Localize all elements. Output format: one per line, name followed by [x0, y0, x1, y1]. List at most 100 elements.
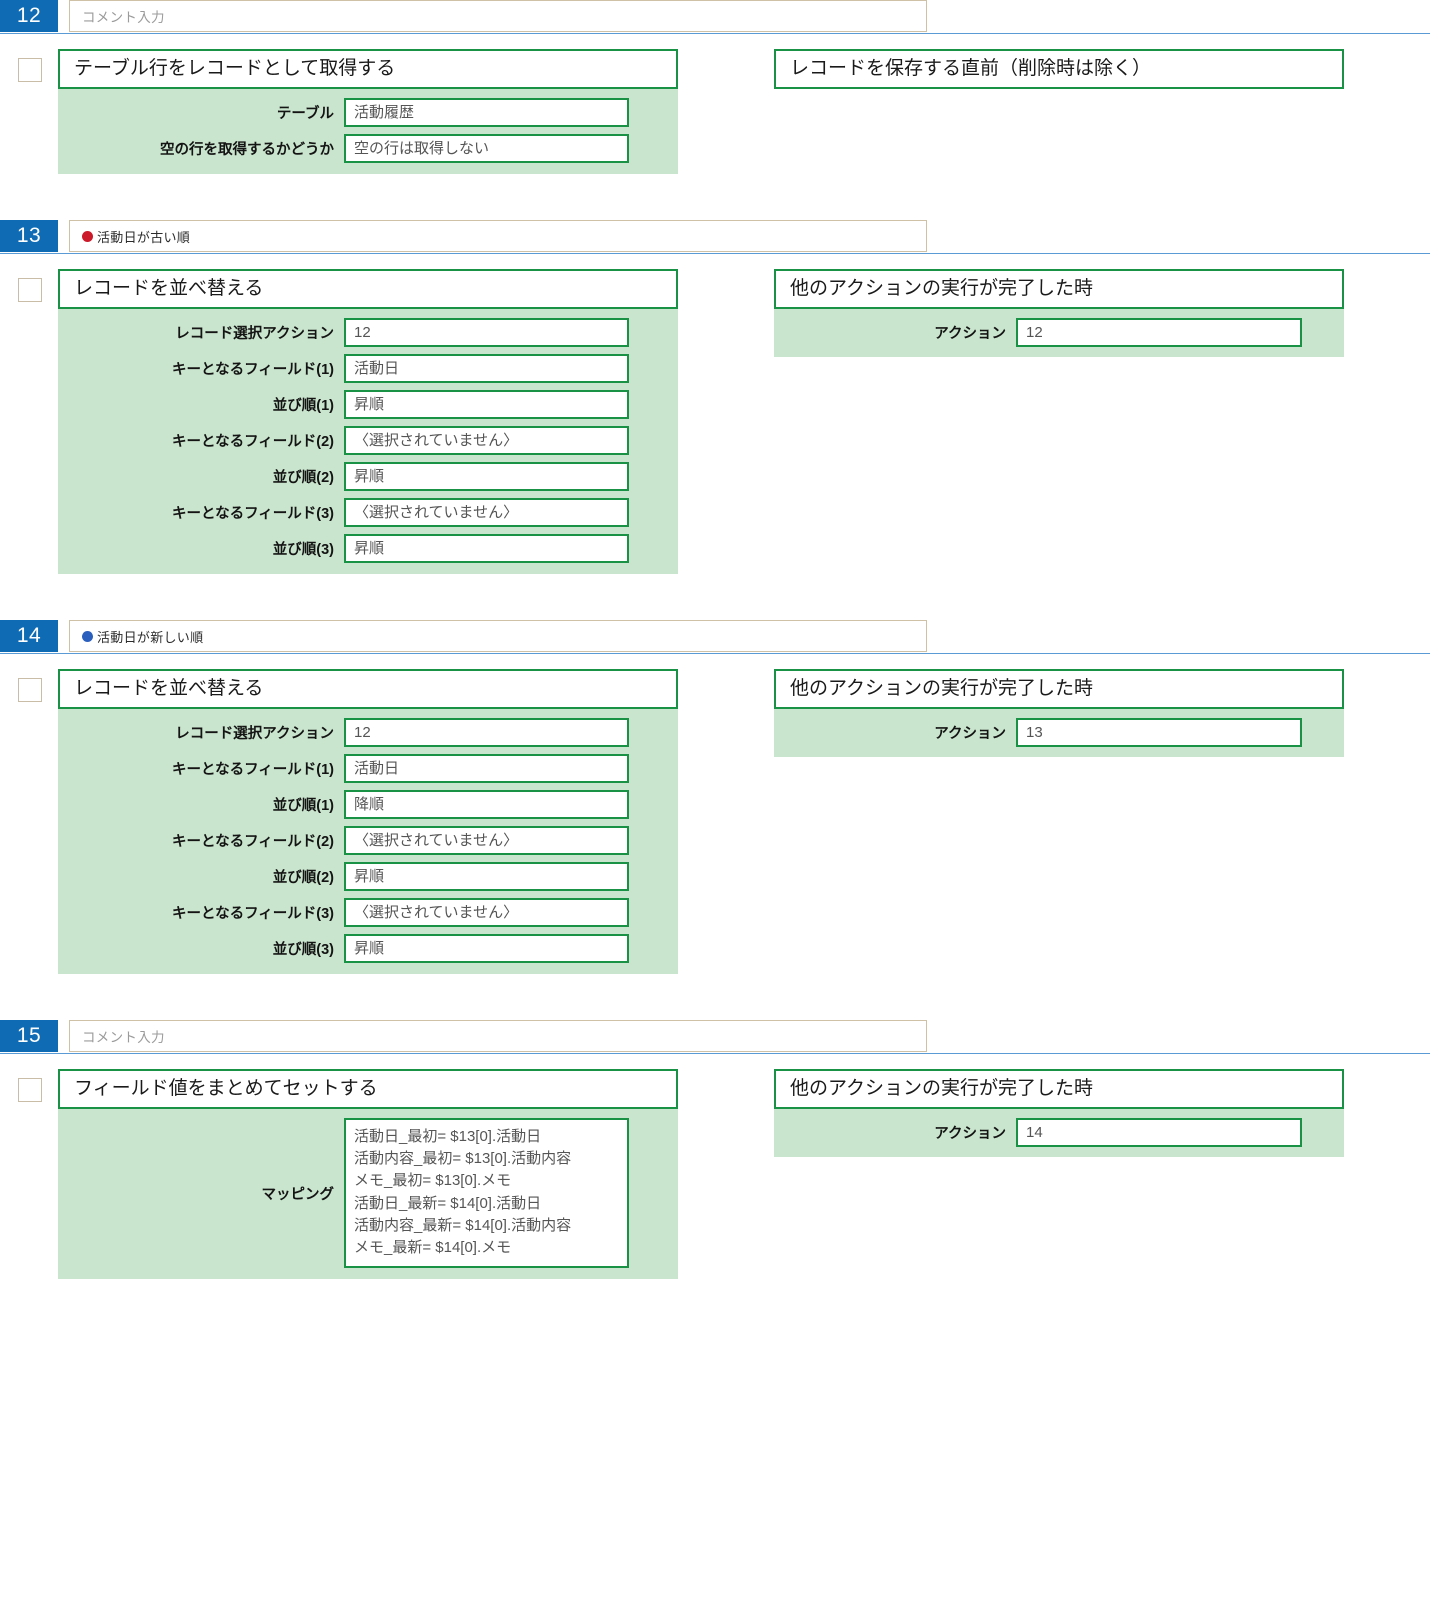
param-row: キーとなるフィールド(2) 〈選択されていません〉 — [58, 826, 678, 855]
param-row: キーとなるフィールド(3) 〈選択されていません〉 — [58, 498, 678, 527]
step-comment-input[interactable]: コメント入力 — [69, 1020, 927, 1052]
trigger-column: 他のアクションの実行が完了した時アクション 13 — [774, 669, 1344, 757]
action-title[interactable]: テーブル行をレコードとして取得する — [58, 49, 678, 89]
param-value-field[interactable]: 活動日 — [344, 354, 629, 383]
param-value-field[interactable]: 13 — [1016, 718, 1302, 747]
step-divider — [0, 33, 1430, 34]
step-spacer — [0, 174, 1430, 220]
step-comment-text: 活動日が新しい順 — [97, 629, 204, 645]
param-row: アクション 13 — [774, 718, 1344, 747]
action-column: テーブル行をレコードとして取得するテーブル活動履歴空の行を取得するかどうか空の行… — [58, 49, 678, 174]
param-row: マッピング活動日_最初= $13[0].活動日 活動内容_最初= $13[0].… — [58, 1118, 678, 1269]
step-select-checkbox[interactable] — [18, 58, 42, 82]
action-column: レコードを並べ替えるレコード選択アクション 12 キーとなるフィールド(1) 活動日並… — [58, 669, 678, 974]
param-label: キーとなるフィールド(2) — [172, 834, 334, 850]
param-row: 並び順(2)昇順 — [58, 462, 678, 491]
action-column: フィールド値をまとめてセットするマッピング活動日_最初= $13[0].活動日 … — [58, 1069, 678, 1280]
action-params-panel: テーブル活動履歴空の行を取得するかどうか空の行は取得しない — [58, 89, 678, 174]
param-value-field[interactable]: 昇順 — [344, 390, 629, 419]
param-value-field[interactable]: 12 — [1016, 318, 1302, 347]
step-comment-text: 活動日が古い順 — [97, 229, 191, 245]
param-label: キーとなるフィールド(2) — [172, 434, 334, 450]
step-header: 12 コメント入力 — [0, 0, 1430, 32]
step-body: レコードを並べ替えるレコード選択アクション 12 キーとなるフィールド(1) 活動日並… — [0, 654, 1430, 974]
param-row: 空の行を取得するかどうか空の行は取得しない — [58, 134, 678, 163]
param-value-field[interactable]: 降順 — [344, 790, 629, 819]
step-header: 14 活動日が新しい順 — [0, 620, 1430, 652]
action-title[interactable]: レコードを並べ替える — [58, 269, 678, 309]
param-label: 並び順(2) — [272, 870, 334, 886]
param-row: 並び順(3) 昇順 — [58, 934, 678, 963]
step-comment-input[interactable]: 活動日が新しい順 — [69, 620, 927, 652]
param-label: テーブル — [276, 106, 334, 122]
param-row: キーとなるフィールド(3) 〈選択されていません〉 — [58, 898, 678, 927]
param-label: レコード選択アクション — [175, 726, 334, 742]
param-value-field[interactable]: 活動日 — [344, 754, 629, 783]
step-spacer — [0, 974, 1430, 1020]
workflow-step: 13 活動日が古い順レコードを並べ替えるレコード選択アクション 12 キーとなるフィー… — [0, 220, 1430, 574]
step-index-badge: 13 — [0, 220, 58, 252]
param-value-field[interactable]: 〈選択されていません〉 — [344, 498, 629, 527]
param-value-field[interactable]: 〈選択されていません〉 — [344, 898, 629, 927]
trigger-title[interactable]: 他のアクションの実行が完了した時 — [774, 1069, 1344, 1109]
param-value-field[interactable]: 昇順 — [344, 934, 629, 963]
param-label: キーとなるフィールド(1) — [172, 362, 334, 378]
param-value-field[interactable]: 〈選択されていません〉 — [344, 426, 629, 455]
param-label: キーとなるフィールド(3) — [172, 506, 334, 522]
param-label: 並び順(3) — [272, 942, 334, 958]
workflow-step: 15 コメント入力フィールド値をまとめてセットするマッピング活動日_最初= $13… — [0, 1020, 1430, 1280]
trigger-params-panel: アクション 14 — [774, 1109, 1344, 1157]
step-select-checkbox[interactable] — [18, 678, 42, 702]
trigger-column: 他のアクションの実行が完了した時アクション 14 — [774, 1069, 1344, 1157]
step-comment-input[interactable]: コメント入力 — [69, 0, 927, 32]
step-index-badge: 15 — [0, 1020, 58, 1052]
step-index-badge: 12 — [0, 0, 58, 32]
param-label: キーとなるフィールド(1) — [172, 762, 334, 778]
param-value-field[interactable]: 14 — [1016, 1118, 1302, 1147]
step-comment-text: コメント入力 — [82, 10, 165, 25]
action-params-panel: マッピング活動日_最初= $13[0].活動日 活動内容_最初= $13[0].… — [58, 1109, 678, 1280]
param-value-field[interactable]: 空の行は取得しない — [344, 134, 629, 163]
param-value-field[interactable]: 昇順 — [344, 534, 629, 563]
step-comment-input[interactable]: 活動日が古い順 — [69, 220, 927, 252]
param-value-field[interactable]: 昇順 — [344, 462, 629, 491]
param-value-field[interactable]: 活動履歴 — [344, 98, 629, 127]
step-index-badge: 14 — [0, 620, 58, 652]
param-value-field[interactable]: 活動日_最初= $13[0].活動日 活動内容_最初= $13[0].活動内容 … — [344, 1118, 629, 1269]
param-label: 並び順(1) — [272, 398, 334, 414]
status-marker-blue-icon — [82, 630, 93, 642]
trigger-title[interactable]: レコードを保存する直前（削除時は除く） — [774, 49, 1344, 89]
trigger-params-panel: アクション 12 — [774, 309, 1344, 357]
param-value-field[interactable]: 昇順 — [344, 862, 629, 891]
action-title[interactable]: フィールド値をまとめてセットする — [58, 1069, 678, 1109]
param-label: マッピング — [261, 1186, 335, 1203]
step-spacer — [0, 574, 1430, 620]
param-value-field[interactable]: 〈選択されていません〉 — [344, 826, 629, 855]
workflow-step: 14 活動日が新しい順レコードを並べ替えるレコード選択アクション 12 キーとなるフィ… — [0, 620, 1430, 974]
param-label: レコード選択アクション — [175, 326, 334, 342]
param-value-field[interactable]: 12 — [344, 718, 629, 747]
param-label: キーとなるフィールド(3) — [172, 906, 334, 922]
status-marker-red-icon — [82, 230, 93, 242]
param-row: キーとなるフィールド(1) 活動日 — [58, 354, 678, 383]
param-label: アクション — [934, 1126, 1006, 1142]
param-label: アクション — [934, 326, 1006, 342]
step-select-checkbox[interactable] — [18, 1078, 42, 1102]
param-row: レコード選択アクション 12 — [58, 718, 678, 747]
param-value-field[interactable]: 12 — [344, 318, 629, 347]
step-select-checkbox[interactable] — [18, 278, 42, 302]
param-row: 並び順(3)昇順 — [58, 534, 678, 563]
trigger-title[interactable]: 他のアクションの実行が完了した時 — [774, 669, 1344, 709]
action-title[interactable]: レコードを並べ替える — [58, 669, 678, 709]
param-row: キーとなるフィールド(1) 活動日 — [58, 754, 678, 783]
step-comment-text: コメント入力 — [82, 1030, 165, 1045]
trigger-title[interactable]: 他のアクションの実行が完了した時 — [774, 269, 1344, 309]
param-label: アクション — [934, 726, 1006, 742]
step-divider — [0, 253, 1430, 254]
param-row: 並び順(1)降順 — [58, 790, 678, 819]
step-header: 13 活動日が古い順 — [0, 220, 1430, 252]
step-body: フィールド値をまとめてセットするマッピング活動日_最初= $13[0].活動日 … — [0, 1054, 1430, 1280]
trigger-column: レコードを保存する直前（削除時は除く） — [774, 49, 1344, 89]
